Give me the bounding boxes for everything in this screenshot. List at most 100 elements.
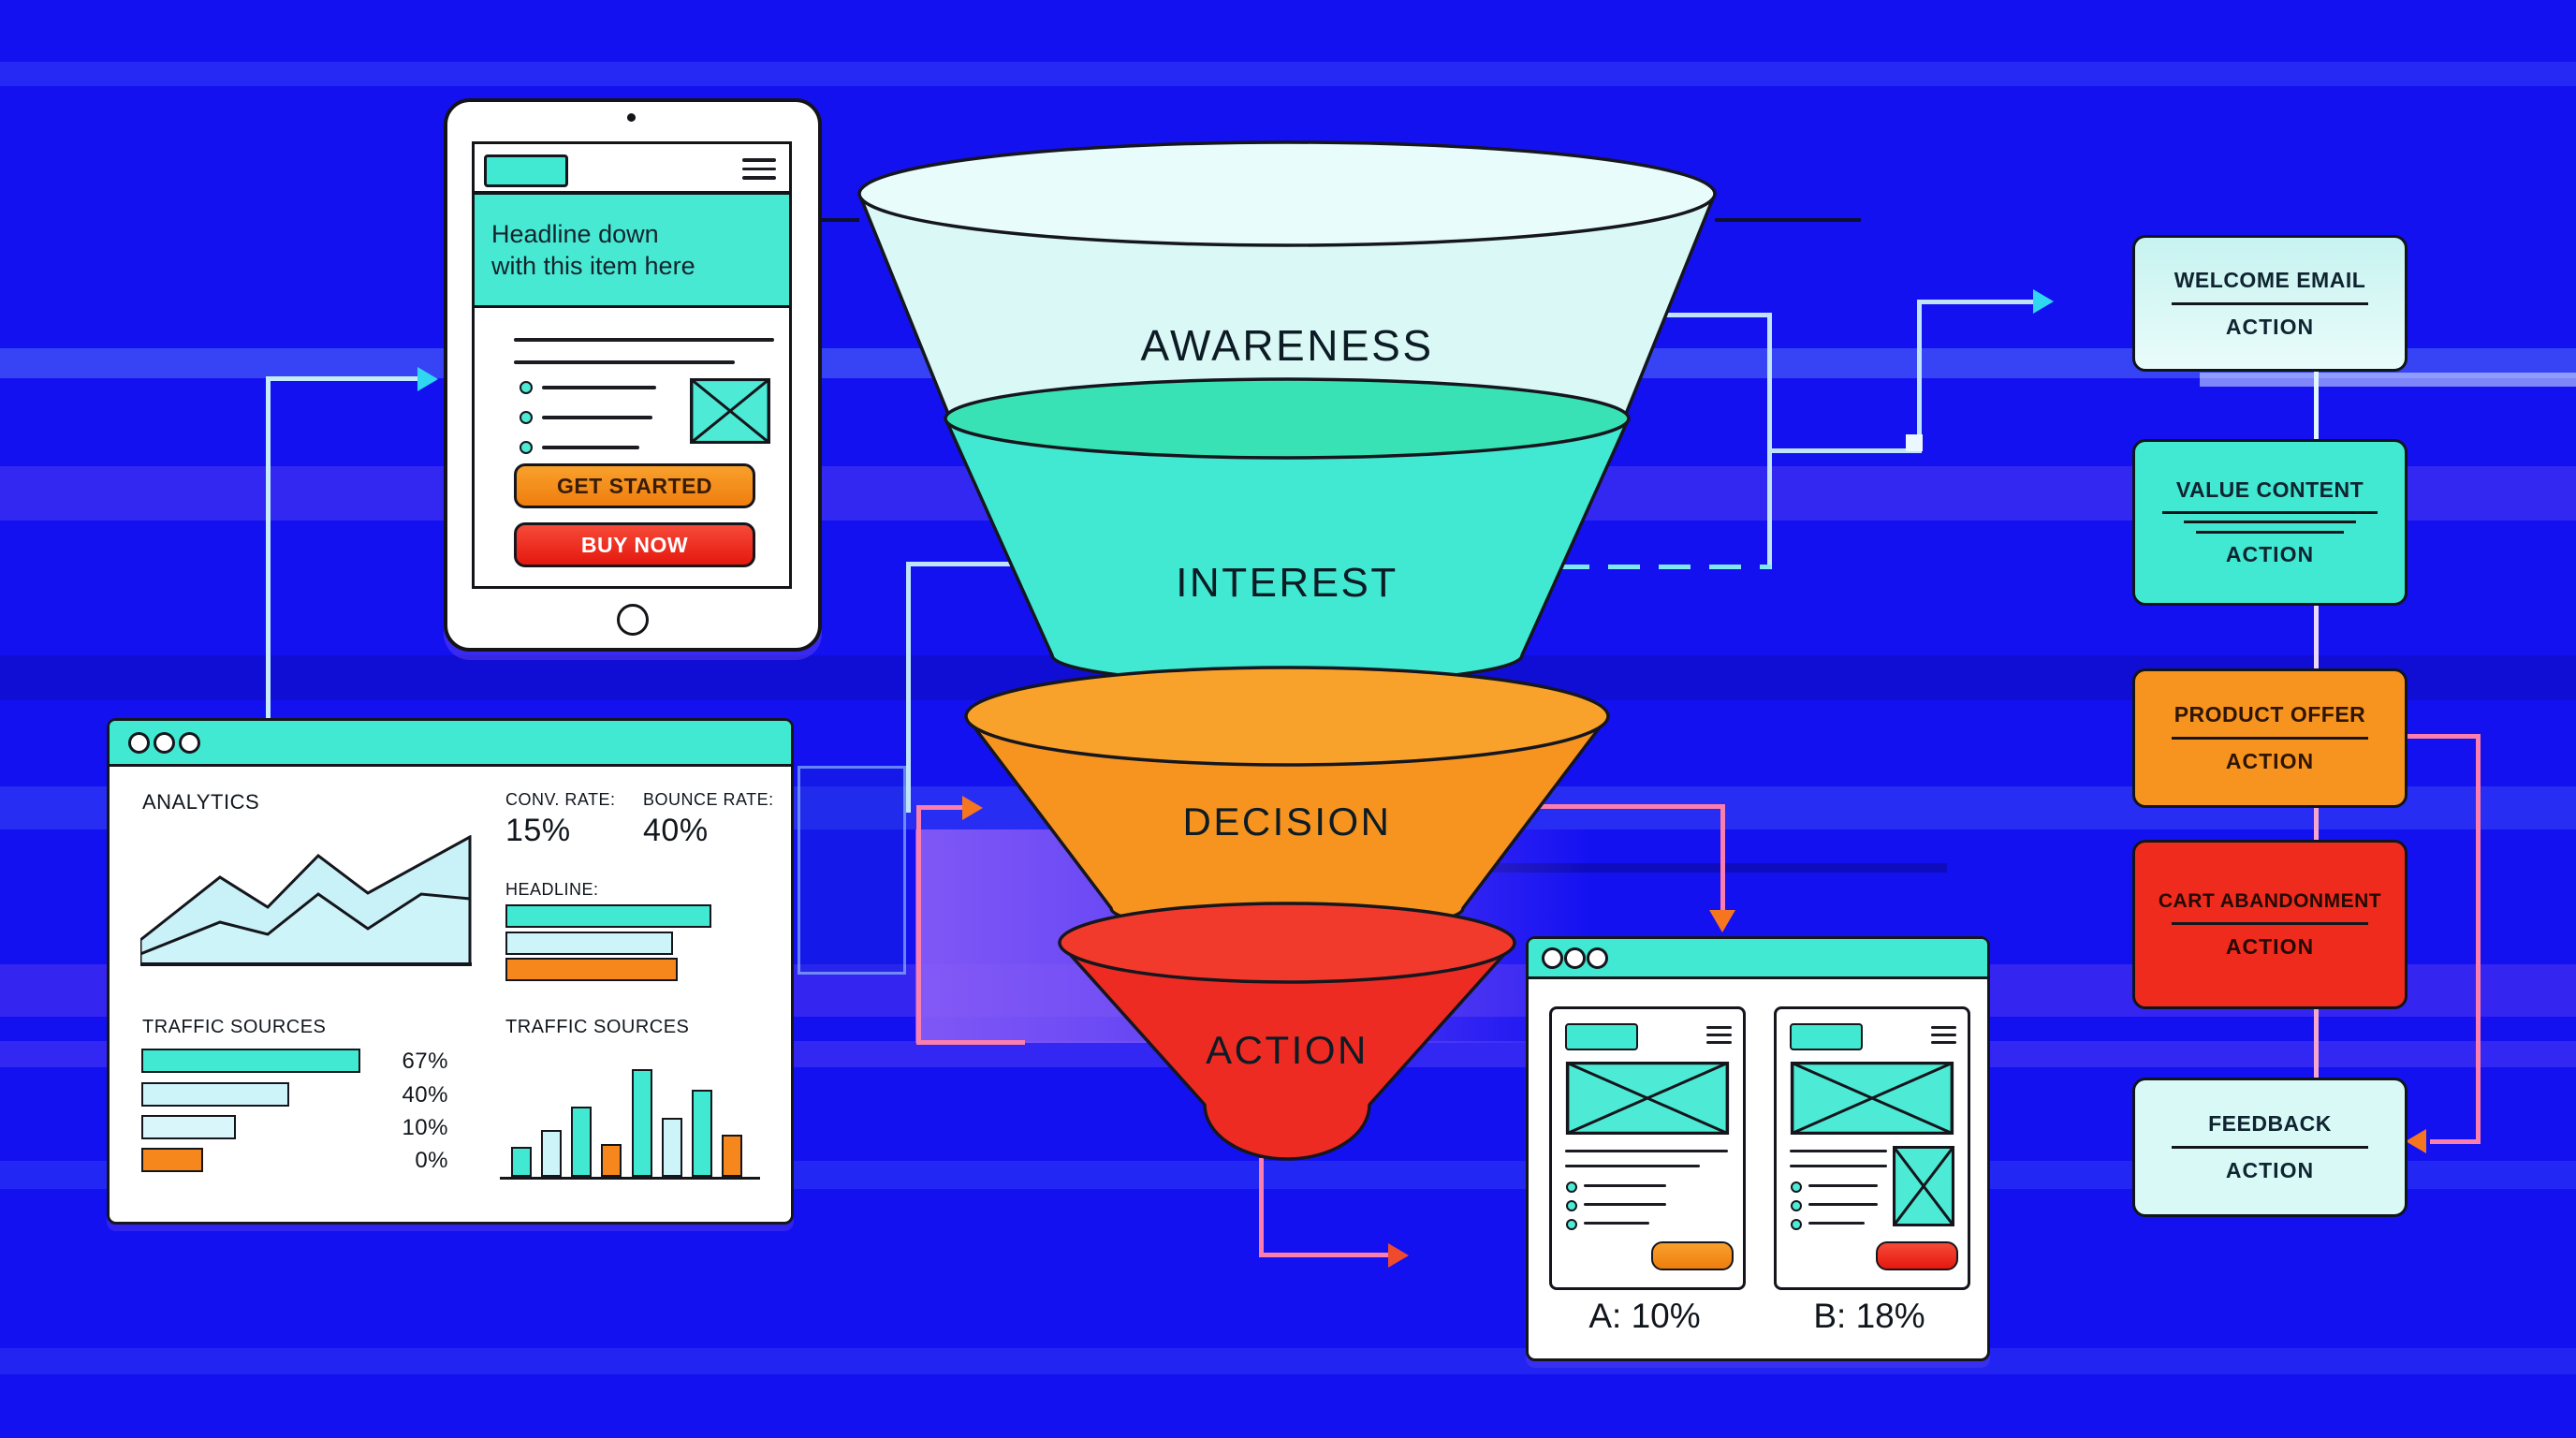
bullet-line: [542, 446, 639, 449]
email-card-title: CART ABANDONMENT: [2158, 889, 2382, 912]
tablet-screen: Headline down with this item here GET ST…: [472, 141, 792, 589]
connector-vertical-970: [906, 562, 911, 813]
analytics-titlebar: [110, 721, 791, 767]
connector-email-2-3: [2314, 600, 2319, 668]
funnel-stage-awareness: AWARENESS: [1140, 321, 1434, 370]
glitch-streak: [2200, 373, 2576, 387]
window-control-dot[interactable]: [1587, 947, 1608, 969]
bullet-dot: [520, 411, 533, 424]
headline-label: HEADLINE:: [505, 880, 599, 899]
email-card-welcome: WELCOME EMAIL ACTION: [2132, 235, 2408, 372]
connector-decision-loop-bottom: [916, 1040, 1025, 1045]
connector-awareness-out: [1663, 313, 1771, 317]
bullet-line: [1808, 1222, 1865, 1225]
traffic-sources-label-right: TRAFFIC SOURCES: [505, 1017, 690, 1037]
window-control-dot[interactable]: [179, 732, 200, 754]
text-line: [2184, 521, 2356, 523]
chart-bar: [511, 1147, 532, 1177]
divider: [2162, 511, 2378, 514]
connector-decision-loop-vertical: [916, 807, 921, 1045]
analytics-window: ANALYTICS TRAFFIC SOURCES 67% 40% 10% 0%…: [107, 718, 794, 1225]
glitch-echo-rect: [798, 766, 906, 975]
connector-decision-to-abtest-vertical: [1720, 804, 1725, 913]
variant-a-result: A: 10%: [1588, 1297, 1701, 1335]
menu-icon[interactable]: [742, 158, 776, 180]
funnel-stage-decision: DECISION: [1182, 800, 1392, 844]
rim-tick-line: [1715, 218, 1861, 222]
site-logo-placeholder: [484, 154, 568, 187]
get-started-button[interactable]: GET STARTED: [514, 463, 755, 508]
text-line: [514, 338, 774, 342]
analytics-title: ANALYTICS: [142, 790, 260, 814]
headline-bar: [505, 932, 673, 955]
source-bar-value: 10%: [402, 1115, 448, 1140]
menu-icon[interactable]: [1706, 1026, 1732, 1044]
connector-offer-loop-top: [2402, 734, 2481, 739]
bullet-line: [542, 416, 652, 419]
connector-vertical-1888: [1767, 313, 1772, 569]
tablet-mockup: Headline down with this item here GET ST…: [444, 98, 822, 652]
source-bar: [141, 1148, 203, 1172]
chart-bar: [601, 1144, 622, 1177]
hero-headline-line1: Headline down: [491, 219, 659, 248]
variant-a-cta-button[interactable]: [1651, 1241, 1734, 1270]
window-control-dot[interactable]: [128, 732, 150, 754]
email-card-action: ACTION: [2225, 933, 2315, 959]
source-bar: [141, 1115, 236, 1139]
hero-banner: Headline down with this item here: [475, 194, 789, 308]
source-bar-value: 67%: [402, 1049, 448, 1074]
chart-bar: [571, 1107, 592, 1177]
glitch-streak: [0, 1348, 2576, 1374]
variant-b-cta-button[interactable]: [1876, 1241, 1958, 1270]
bullet-dot: [520, 441, 533, 454]
email-card-title: FEEDBACK: [2208, 1111, 2332, 1136]
traffic-sources-label-left: TRAFFIC SOURCES: [142, 1017, 327, 1037]
connector-into-welcome-email: [1917, 300, 2033, 304]
source-bar: [141, 1082, 289, 1107]
bullet-line: [1584, 1222, 1649, 1225]
connector-vertical-2048: [1917, 301, 1922, 453]
tablet-camera-dot: [627, 113, 636, 122]
window-control-dot[interactable]: [1564, 947, 1586, 969]
connector-action-to-abtest-vertical: [1259, 1158, 1264, 1255]
bounce-rate-label: BOUNCE RATE:: [643, 790, 774, 809]
image-placeholder: [1790, 1062, 1954, 1135]
window-control-dot[interactable]: [154, 732, 175, 754]
email-card-title: VALUE CONTENT: [2175, 477, 2364, 502]
headline-bar: [505, 904, 711, 928]
buy-now-button[interactable]: BUY NOW: [514, 522, 755, 567]
tablet-home-button[interactable]: [617, 604, 649, 636]
funnel-stage-action: ACTION: [1206, 1028, 1368, 1072]
chart-bar: [662, 1118, 682, 1177]
variant-b-result: B: 18%: [1813, 1297, 1925, 1335]
connector-analytics-to-tablet-vertical: [266, 376, 271, 721]
bullet-dot: [520, 381, 533, 394]
hero-headline-line2: with this item here: [491, 251, 695, 280]
arrow-into-feedback: [2406, 1129, 2426, 1153]
arrow-into-decision: [962, 796, 983, 820]
source-bar: [141, 1049, 360, 1073]
email-card-action: ACTION: [2225, 542, 2315, 566]
text-line: [514, 360, 735, 364]
connector-email-1-2: [2314, 366, 2319, 439]
text-line: [1565, 1150, 1728, 1152]
bullet-line: [1808, 1203, 1878, 1206]
connector-interest-left-in: [906, 562, 1037, 566]
site-logo-placeholder: [1790, 1023, 1863, 1050]
window-control-dot[interactable]: [1542, 947, 1563, 969]
bullet-dot: [1566, 1219, 1577, 1230]
arrow-into-abtest-left: [1388, 1243, 1409, 1268]
header-divider: [475, 191, 789, 195]
rim-tick-line: [816, 218, 859, 222]
menu-icon[interactable]: [1931, 1026, 1956, 1044]
bullet-dot: [1566, 1200, 1577, 1211]
chart-bar: [541, 1130, 562, 1177]
headline-bar: [505, 958, 678, 981]
divider: [2172, 737, 2368, 740]
traffic-bar-chart: [500, 1039, 760, 1180]
divider: [2172, 921, 2368, 925]
email-card-title: WELCOME EMAIL: [2174, 267, 2366, 292]
bullet-dot: [1566, 1181, 1577, 1193]
connector-node: [1906, 434, 1923, 451]
bullet-line: [1808, 1184, 1878, 1187]
